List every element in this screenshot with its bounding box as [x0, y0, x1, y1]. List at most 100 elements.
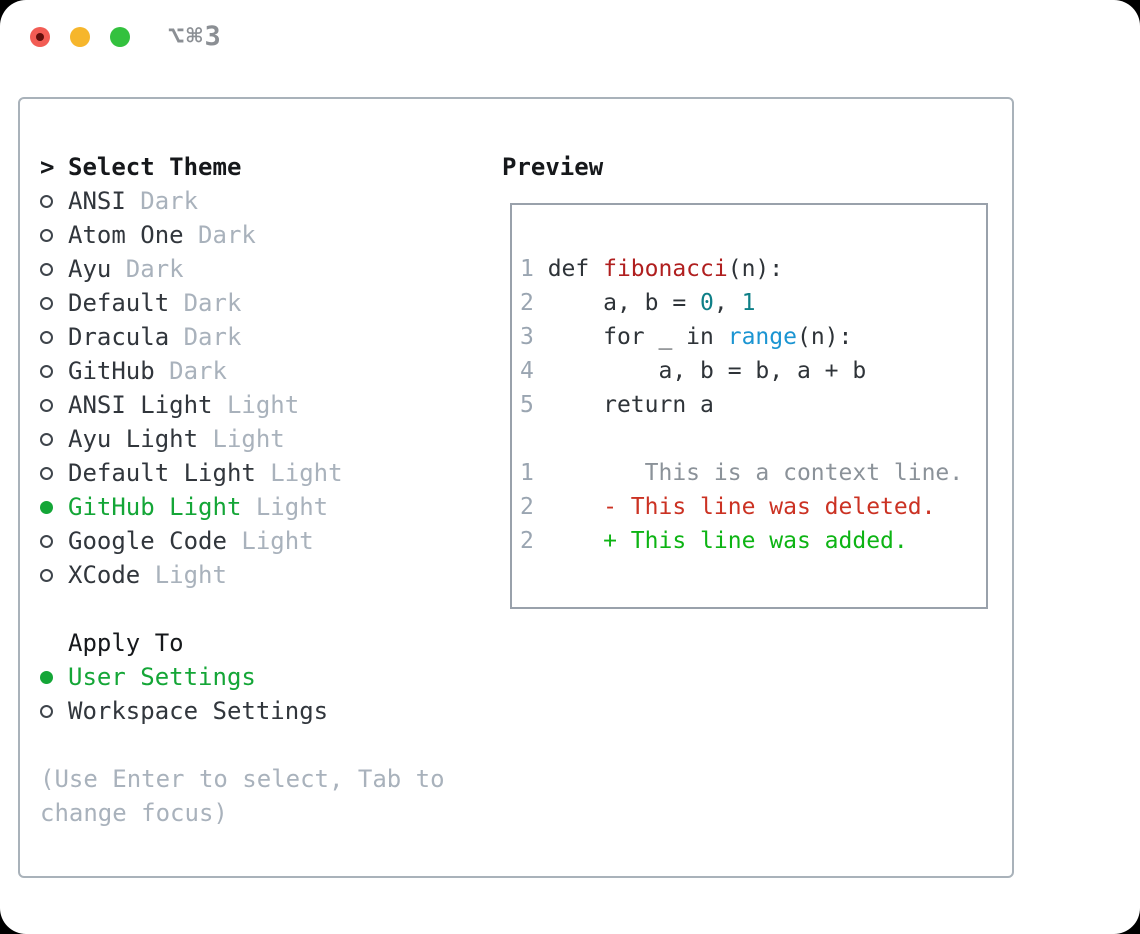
theme-variant-tag: Dark — [183, 221, 256, 249]
radio-marker — [40, 568, 68, 582]
code-line: 1 def fibonacci(n): — [520, 256, 784, 282]
theme-name: Dracula — [68, 323, 170, 351]
theme-option-ayu[interactable]: Ayu Dark — [40, 252, 500, 286]
theme-name: GitHub Light — [68, 493, 242, 521]
preview-box: 1 def fibonacci(n): 2 a, b = 0, 1 3 for _ … — [510, 203, 988, 609]
theme-name: Atom One — [68, 221, 184, 249]
radio-unselected-icon — [40, 466, 53, 480]
apply-to-heading: Apply To — [68, 629, 184, 657]
code-line: 2 a, b = 0, 1 — [520, 290, 756, 316]
radio-unselected-icon — [40, 704, 53, 718]
theme-option-google-code[interactable]: Google Code Light — [40, 524, 500, 558]
theme-variant-tag: Light — [140, 561, 227, 589]
theme-name: GitHub — [68, 357, 155, 385]
radio-unselected-icon — [40, 262, 53, 276]
apply-option-user-settings[interactable]: User Settings — [40, 660, 500, 694]
traffic-lights — [30, 27, 130, 47]
radio-selected-icon — [40, 500, 53, 514]
radio-unselected-icon — [40, 534, 53, 548]
radio-marker — [40, 262, 68, 276]
radio-unselected-icon — [40, 432, 53, 446]
radio-unselected-icon — [40, 194, 53, 208]
theme-name: Google Code — [68, 527, 227, 555]
radio-marker — [40, 466, 68, 480]
theme-option-ansi[interactable]: ANSI Dark — [40, 184, 500, 218]
theme-option-ansi-light[interactable]: ANSI Light Light — [40, 388, 500, 422]
theme-variant-tag: Light — [198, 425, 285, 453]
theme-variant-tag: Light — [212, 391, 300, 419]
hint-line-1: (Use Enter to select, Tab to — [40, 765, 445, 793]
theme-option-github[interactable]: GitHub Dark — [40, 354, 500, 388]
radio-marker — [40, 500, 68, 514]
titlebar: ⌥⌘3 — [0, 0, 1140, 97]
theme-variant-tag: Light — [255, 459, 343, 487]
theme-name: Default — [68, 289, 170, 317]
theme-variant-tag: Dark — [154, 357, 227, 385]
code-line: 1 This is a context line. — [520, 460, 964, 486]
theme-option-default-light[interactable]: Default Light Light — [40, 456, 500, 490]
hint-line-2: change focus) — [40, 799, 228, 827]
radio-marker — [40, 534, 68, 548]
code-line: 2 - This line was deleted. — [520, 494, 936, 520]
radio-marker — [40, 296, 68, 310]
radio-marker — [40, 432, 68, 446]
theme-name: Ayu — [68, 255, 112, 283]
radio-marker — [40, 194, 68, 208]
preview-heading: Preview — [502, 153, 604, 181]
radio-unselected-icon — [40, 364, 53, 378]
theme-option-xcode[interactable]: XCode Light — [40, 558, 500, 592]
theme-variant-tag: Dark — [169, 289, 242, 317]
theme-name: Ayu Light — [68, 425, 199, 453]
radio-marker — [40, 364, 68, 378]
spacer — [40, 728, 500, 762]
theme-name: Default Light — [68, 459, 256, 487]
theme-variant-tag: Dark — [111, 255, 184, 283]
prompt-marker: > — [40, 150, 68, 184]
select-theme-heading: Select Theme — [68, 153, 242, 181]
radio-unselected-icon — [40, 568, 53, 582]
theme-option-atom-one[interactable]: Atom One Dark — [40, 218, 500, 252]
code-block: 1 def fibonacci(n): 2 a, b = 0, 1 3 for _ … — [512, 205, 986, 558]
radio-marker — [40, 330, 68, 344]
code-line — [520, 422, 980, 456]
close-button[interactable] — [30, 27, 50, 47]
radio-unselected-icon — [40, 228, 53, 242]
apply-option-label: User Settings — [68, 663, 256, 691]
prompt-icon: > — [40, 153, 55, 181]
theme-option-dracula[interactable]: Dracula Dark — [40, 320, 500, 354]
code-line: 5 return a — [520, 392, 714, 418]
theme-name: ANSI Light — [68, 391, 213, 419]
code-line: 3 for _ in range(n): — [520, 324, 853, 350]
radio-unselected-icon — [40, 398, 53, 412]
theme-option-default[interactable]: Default Dark — [40, 286, 500, 320]
code-line: 4 a, b = b, a + b — [520, 358, 867, 384]
radio-marker — [40, 670, 68, 684]
radio-unselected-icon — [40, 296, 53, 310]
radio-unselected-icon — [40, 330, 53, 344]
window-title: ⌥⌘3 — [168, 21, 223, 52]
code-line: 2 + This line was added. — [520, 528, 908, 554]
theme-name: XCode — [68, 561, 141, 589]
zoom-button[interactable] — [110, 27, 130, 47]
theme-name: ANSI — [68, 187, 126, 215]
theme-option-ayu-light[interactable]: Ayu Light Light — [40, 422, 500, 456]
radio-marker — [40, 398, 68, 412]
minimize-button[interactable] — [70, 27, 90, 47]
theme-variant-tag: Light — [226, 527, 314, 555]
apply-option-workspace-settings[interactable]: Workspace Settings — [40, 694, 500, 728]
theme-option-github-light[interactable]: GitHub Light Light — [40, 490, 500, 524]
theme-variant-tag: Dark — [125, 187, 199, 215]
apply-to-heading-row: Apply To — [40, 626, 500, 660]
apply-option-label: Workspace Settings — [68, 697, 329, 725]
theme-variant-tag: Dark — [169, 323, 242, 351]
select-theme-heading-row: > Select Theme — [40, 150, 500, 184]
radio-marker — [40, 228, 68, 242]
radio-marker — [40, 704, 68, 718]
radio-selected-icon — [40, 670, 53, 684]
theme-variant-tag: Light — [241, 493, 329, 521]
